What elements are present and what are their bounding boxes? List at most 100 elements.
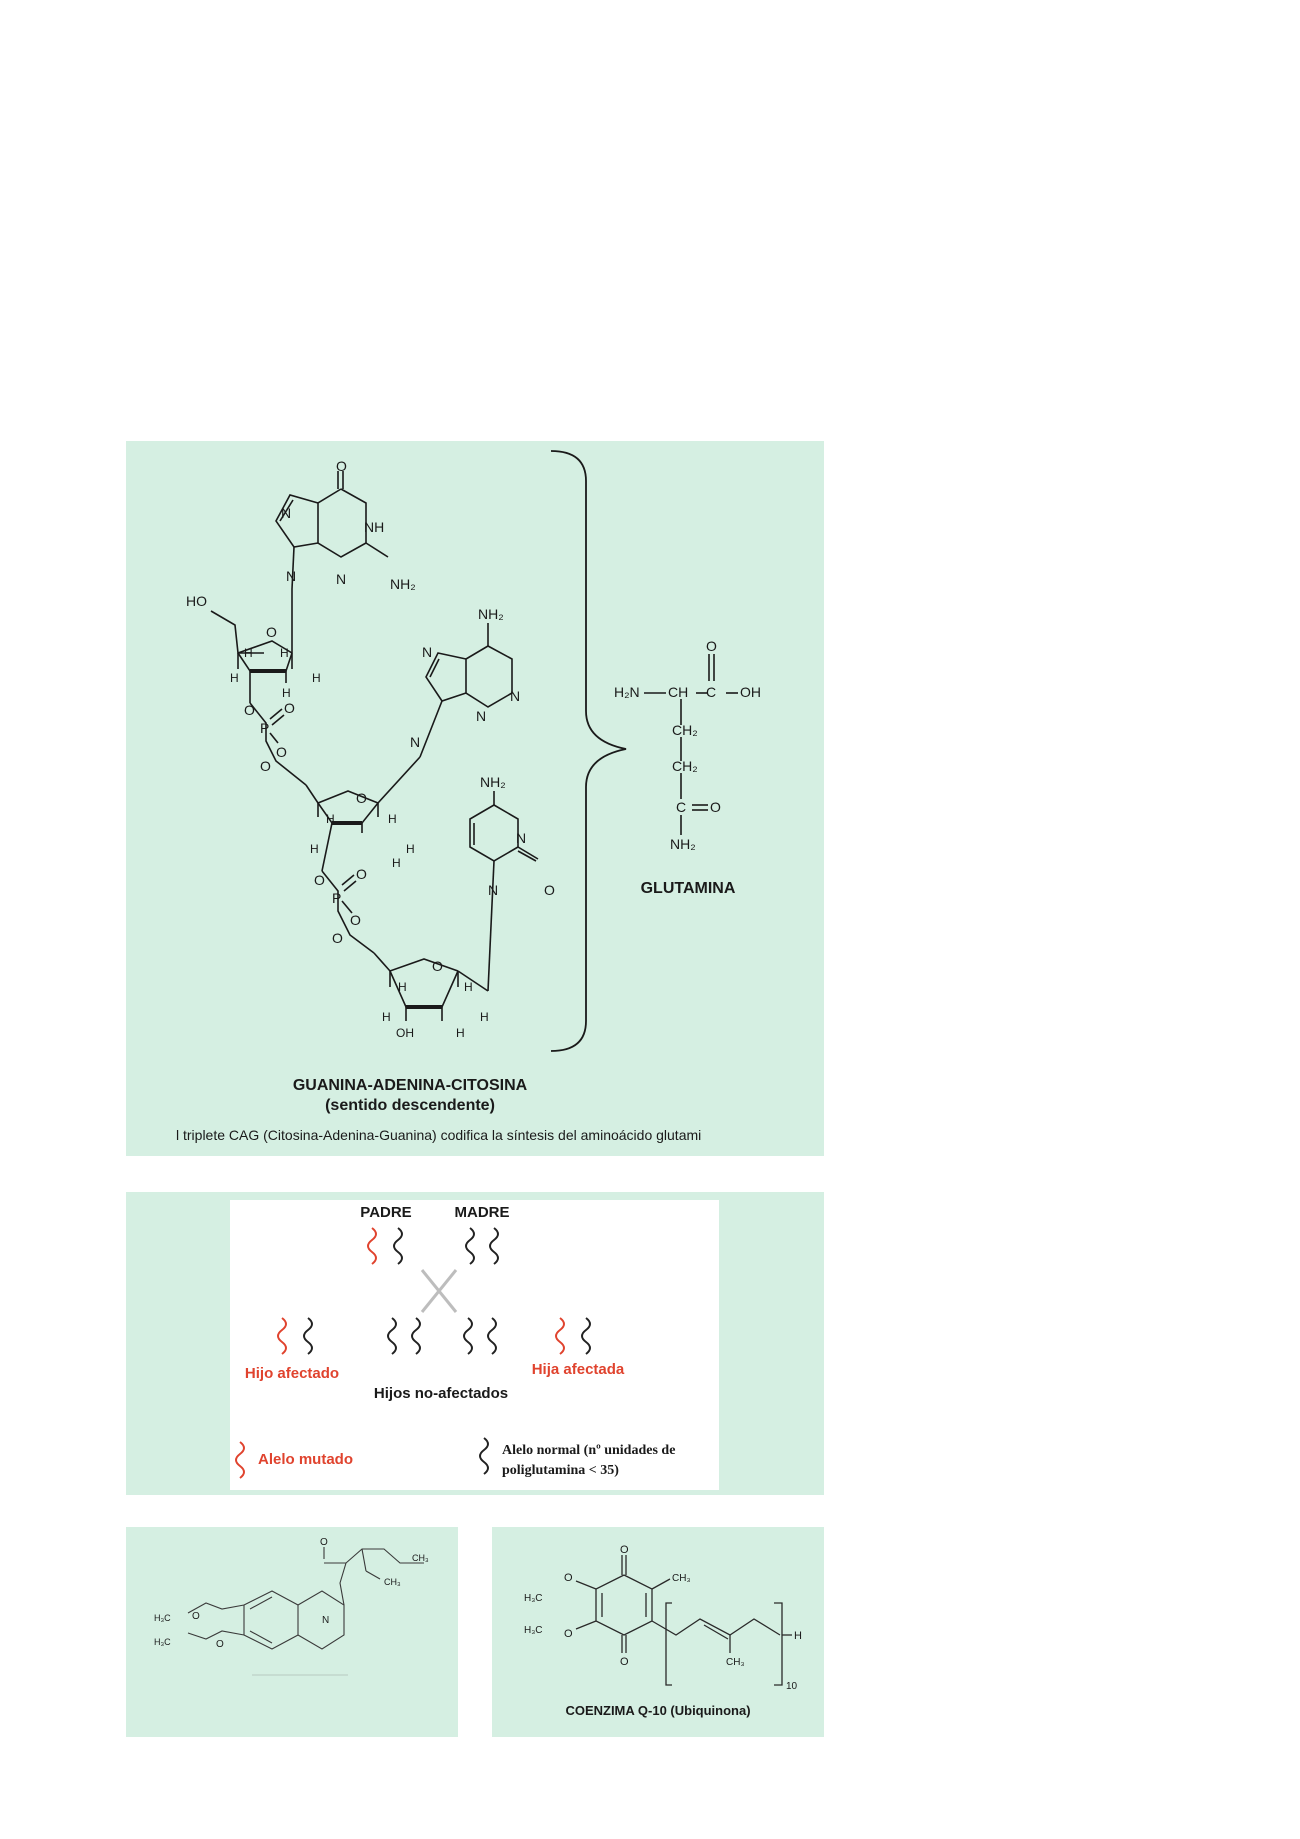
atom-label: H	[392, 856, 401, 870]
padre-label: PADRE	[360, 1204, 411, 1221]
mother-normal-allele-icon	[489, 1227, 499, 1265]
daughter-mutated-allele-icon	[555, 1317, 565, 1355]
atom-label: O	[314, 872, 325, 888]
child-normal-allele-icon	[487, 1317, 497, 1355]
molecule-structure-left: O H₃C O H₃C O N CH₃ CH₃	[154, 1537, 429, 1676]
cross-icon	[420, 1269, 458, 1313]
atom-label: O	[276, 744, 287, 760]
atom-label: O	[350, 912, 361, 928]
atom-label: H	[244, 646, 253, 660]
child-normal-allele-icon	[387, 1317, 397, 1355]
legend-alelo-mutado: Alelo mutado	[258, 1451, 353, 1468]
sugar-2	[305, 756, 421, 872]
atom-label: NH₂	[480, 774, 506, 790]
atom-label: O	[244, 702, 255, 718]
atom-label: OH	[740, 684, 761, 700]
atom-label: H	[480, 1010, 489, 1024]
atom-label: H	[310, 842, 319, 856]
atom-label: H₃C	[524, 1625, 543, 1636]
atom-label: N	[410, 734, 420, 750]
atom-label: O	[544, 882, 555, 898]
atom-label: CH₃	[726, 1657, 745, 1668]
repeat-count: 10	[786, 1681, 798, 1692]
son-mutated-allele-icon	[277, 1317, 287, 1355]
atom-label: H	[388, 812, 397, 826]
adenine-base	[419, 623, 513, 758]
atom-label: N	[281, 505, 291, 521]
atom-label: N	[286, 568, 296, 584]
atom-label: N	[322, 1615, 329, 1626]
atom-label: O	[260, 758, 271, 774]
atom-label: CH₃	[384, 1577, 401, 1587]
triplet-title: GUANINA-ADENINA-CITOSINA	[293, 1077, 528, 1094]
nucleotide-panel: O NH N NH₂ N N HO O H H H H H	[126, 441, 824, 1156]
atom-label: H	[230, 671, 239, 685]
atom-label: O	[620, 1544, 629, 1556]
child-normal-allele-icon	[411, 1317, 421, 1355]
glutamina-label: GLUTAMINA	[641, 880, 736, 897]
atom-label: O	[356, 866, 367, 882]
mother-normal-allele-icon	[465, 1227, 475, 1265]
molecule-panel-left: O H₃C O H₃C O N CH₃ CH₃	[126, 1527, 458, 1737]
atom-label: H	[398, 980, 407, 994]
atom-label: O	[620, 1656, 629, 1668]
atom-label: P	[332, 890, 341, 906]
atom-label: H	[326, 812, 335, 826]
atom-label: N	[336, 571, 346, 587]
legend-alelo-normal-line1: Alelo normal (nº unidades de	[502, 1443, 675, 1458]
atom-label: N	[510, 688, 520, 704]
hija-afectada-label: Hija afectada	[532, 1361, 625, 1378]
atom-label: CH₂	[672, 722, 698, 738]
atom-label: NH₂	[478, 606, 504, 622]
atom-label: P	[260, 720, 269, 736]
atom-label: O	[336, 458, 347, 474]
triplet-subtitle: (sentido descendente)	[325, 1097, 495, 1114]
curly-brace	[550, 450, 627, 1052]
father-mutated-allele-icon	[367, 1227, 377, 1265]
atom-label: CH₃	[672, 1573, 691, 1584]
atom-label: O	[564, 1628, 573, 1640]
sugar-3	[373, 952, 489, 1021]
atom-label: H	[312, 671, 321, 685]
atom-label: H₃C	[154, 1637, 171, 1647]
atom-label: H	[794, 1630, 802, 1642]
phosphate-1	[249, 702, 307, 786]
atom-label: O	[356, 790, 367, 806]
atom-label: CH₃	[412, 1553, 429, 1563]
legend-mutated-allele-icon	[235, 1441, 245, 1479]
atom-label: N	[516, 830, 526, 846]
son-normal-allele-icon	[303, 1317, 313, 1355]
atom-label: O	[216, 1639, 224, 1650]
father-normal-allele-icon	[393, 1227, 403, 1265]
atom-label: O	[192, 1611, 200, 1622]
child-normal-allele-icon	[463, 1317, 473, 1355]
inheritance-diagram-area: PADRE MADRE Hijo afectado Hijos	[230, 1200, 719, 1490]
atom-label: NH₂	[670, 836, 696, 852]
glutamine-structure	[644, 654, 738, 835]
atom-label: O	[706, 638, 717, 654]
atom-label: O	[710, 799, 721, 815]
atom-label: C	[706, 684, 716, 700]
madre-label: MADRE	[455, 1204, 510, 1221]
hijo-afectado-label: Hijo afectado	[245, 1365, 339, 1382]
phosphate-2	[321, 870, 375, 954]
atom-label: H	[280, 646, 289, 660]
guanine-base	[275, 471, 389, 590]
atom-label: NH	[364, 519, 384, 535]
atom-label: HO	[186, 593, 207, 609]
atom-label: NH₂	[390, 576, 416, 592]
atom-label: O	[320, 1537, 328, 1548]
atom-label: CH₂	[672, 758, 698, 774]
coenzyme-q10-structure: O O O O H₃C H₃C CH₃ CH₃ H 10 COENZIMA Q-…	[524, 1544, 802, 1718]
legend-normal-allele-icon	[479, 1437, 489, 1475]
hijos-no-afectados-label: Hijos no-afectados	[374, 1385, 508, 1402]
coenzyme-caption: COENZIMA Q-10 (Ubiquinona)	[565, 1703, 750, 1718]
atom-label: O	[266, 624, 277, 640]
atom-label: N	[488, 882, 498, 898]
inheritance-diagram: PADRE MADRE Hijo afectado Hijos	[235, 1204, 675, 1479]
atom-label: O	[564, 1572, 573, 1584]
gac-structure-diagram: O NH N NH₂ N N HO O H H H H H	[176, 450, 761, 1143]
atom-label: CH	[668, 684, 688, 700]
atom-label: O	[284, 700, 295, 716]
cytosine-base	[469, 791, 539, 992]
